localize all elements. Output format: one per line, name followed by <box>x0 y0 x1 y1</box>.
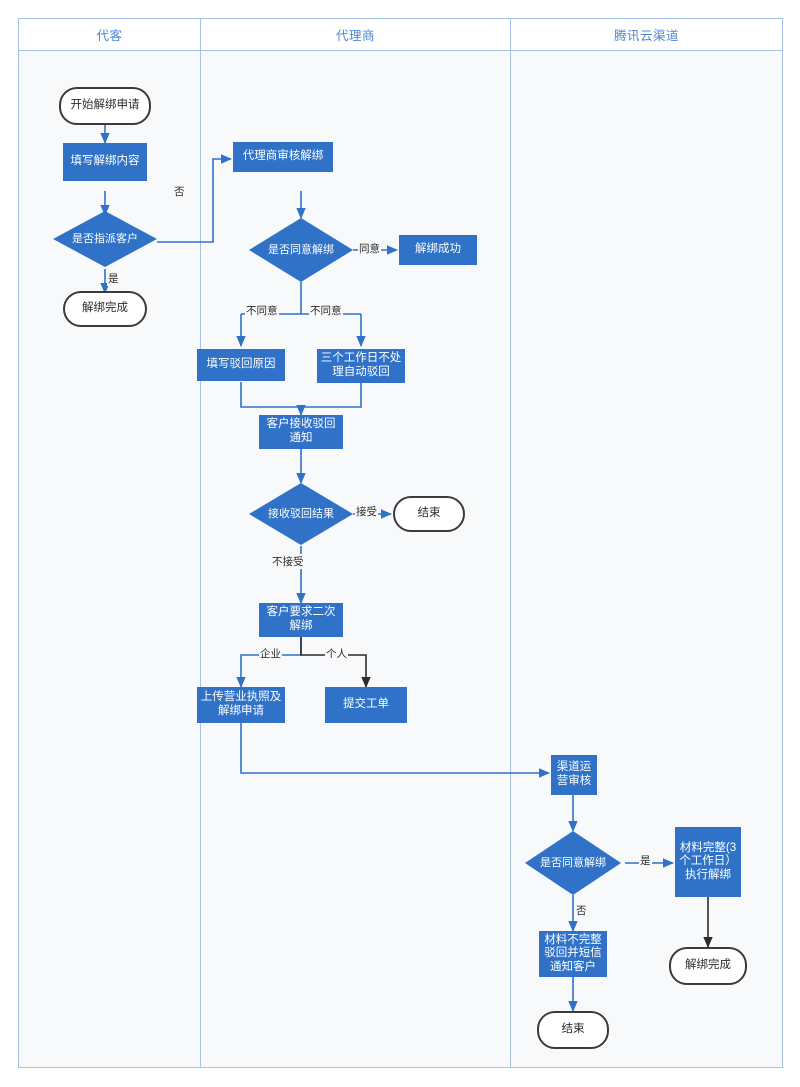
lane-header-tencent: 腾讯云渠道 <box>511 19 782 51</box>
node-label: 材料完整(3个工作日）执行解绑 <box>679 841 737 881</box>
lane-header-customer: 代客 <box>19 19 200 51</box>
node-agent-review[interactable]: 代理商审核解绑 <box>233 142 333 172</box>
edge-label-personal: 个人 <box>325 646 348 661</box>
node-end-agent[interactable]: 结束 <box>393 496 465 532</box>
lane-title-agent: 代理商 <box>335 29 375 43</box>
node-label: 提交工单 <box>343 698 389 711</box>
node-material-complete[interactable]: 材料完整(3个工作日）执行解绑 <box>675 827 741 897</box>
node-end-tencent[interactable]: 结束 <box>537 1011 609 1049</box>
lane-body-agent <box>201 51 510 1067</box>
node-label: 填写驳回原因 <box>206 358 276 371</box>
lane-divider-1 <box>200 19 201 1067</box>
lane-divider-2 <box>510 19 511 1067</box>
node-label: 上传营业执照及解绑申请 <box>200 691 282 717</box>
node-submit-ticket[interactable]: 提交工单 <box>325 687 407 723</box>
node-label: 客户要求二次解绑 <box>266 606 336 632</box>
node-assign-customer[interactable]: 是否指派客户 <box>53 211 157 267</box>
node-unbind-success[interactable]: 解绑成功 <box>399 235 477 265</box>
node-agree-unbind-tencent[interactable]: 是否同意解绑 <box>525 831 621 895</box>
node-upload-license[interactable]: 上传营业执照及解绑申请 <box>197 687 285 723</box>
node-label: 解绑完成 <box>82 302 128 315</box>
node-label: 客户接收驳回通知 <box>266 418 336 444</box>
node-label: 三个工作日不处理自动驳回 <box>320 352 402 378</box>
edge-label-disagree-left: 不同意 <box>245 303 279 318</box>
diamond-shape <box>53 211 157 267</box>
node-label: 材料不完整驳回并短信通知客户 <box>544 933 602 973</box>
edge-label-agree: 同意 <box>358 241 381 256</box>
node-label: 渠道运营审核 <box>556 761 592 787</box>
node-label: 填写解绑内容 <box>70 155 140 168</box>
node-fill-reject-reason[interactable]: 填写驳回原因 <box>197 349 285 381</box>
edge-label-yes-tencent: 是 <box>639 853 652 868</box>
node-auto-reject-3days[interactable]: 三个工作日不处理自动驳回 <box>317 349 405 383</box>
node-second-unbind-request[interactable]: 客户要求二次解绑 <box>259 603 343 637</box>
swimlane-frame: 代客 代理商 腾讯云渠道 <box>18 18 783 1068</box>
node-label: 开始解绑申请 <box>70 99 140 112</box>
lane-body-customer <box>19 51 200 1067</box>
diamond-shape <box>525 831 621 895</box>
node-agree-unbind[interactable]: 是否同意解绑 <box>249 218 353 282</box>
node-start-apply[interactable]: 开始解绑申请 <box>59 87 151 125</box>
node-customer-receive-reject[interactable]: 客户接收驳回通知 <box>259 415 343 449</box>
node-label: 结束 <box>561 1023 585 1036</box>
edge-label-disagree-right: 不同意 <box>309 303 343 318</box>
lane-title-customer: 代客 <box>96 29 123 43</box>
node-fill-unbind-content[interactable]: 填写解绑内容 <box>63 143 147 181</box>
lane-body-tencent <box>511 51 782 1067</box>
edge-label-no-assign: 否 <box>173 184 186 199</box>
node-unbind-done-customer[interactable]: 解绑完成 <box>63 291 147 327</box>
edge-label-accept: 接受 <box>355 504 378 519</box>
node-material-incomplete[interactable]: 材料不完整驳回并短信通知客户 <box>539 931 607 977</box>
lane-title-tencent: 腾讯云渠道 <box>613 29 679 43</box>
node-channel-ops-review[interactable]: 渠道运营审核 <box>551 755 597 795</box>
diamond-shape <box>249 483 353 545</box>
edge-label-enterprise: 企业 <box>259 646 282 661</box>
edge-label-not-accept: 不接受 <box>271 554 305 569</box>
node-label: 解绑完成 <box>685 959 731 972</box>
node-receive-reject-result[interactable]: 接收驳回结果 <box>249 483 353 545</box>
node-label: 代理商审核解绑 <box>242 150 324 163</box>
node-label: 结束 <box>417 507 441 520</box>
lane-header-agent: 代理商 <box>201 19 510 51</box>
diamond-shape <box>249 218 353 282</box>
node-label: 解绑成功 <box>415 243 461 256</box>
node-unbind-done-tencent[interactable]: 解绑完成 <box>669 947 747 985</box>
edge-label-yes-assign: 是 <box>107 271 120 286</box>
edge-label-no-tencent: 否 <box>575 903 588 918</box>
